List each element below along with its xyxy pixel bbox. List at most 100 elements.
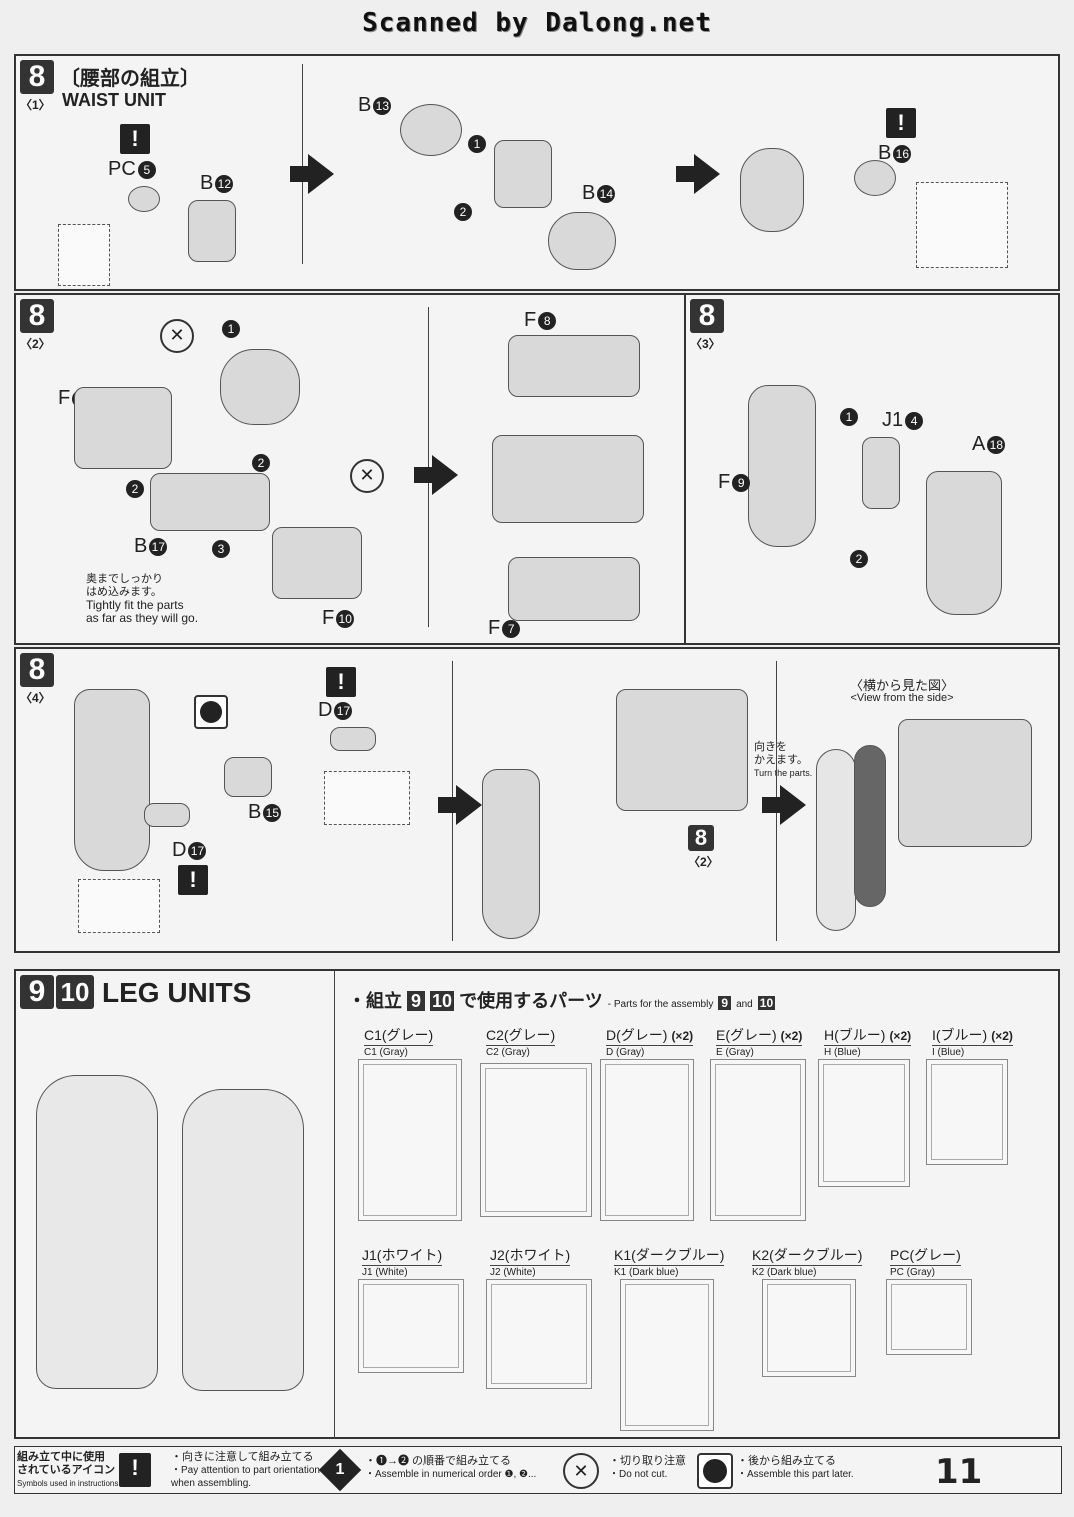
legend-item-order: ・❶→❷ の順番で組み立てる ・Assemble in numerical or…: [365, 1455, 537, 1480]
substep-label: 〈2〉: [20, 337, 51, 351]
detail-box: [916, 182, 1008, 268]
fit-note: 奥までしっかり はめ込みます。 Tightly fit the parts as…: [86, 573, 199, 625]
runner-j2: [486, 1279, 592, 1389]
part-b16: [854, 160, 896, 196]
part-d17: [144, 803, 190, 827]
part-waist-joint: [494, 140, 552, 208]
order-1-icon: 2: [250, 451, 270, 474]
next-arrow-icon: [676, 154, 720, 194]
ref-substep-label: 〈2〉: [688, 855, 719, 869]
step-title-jp: 〔腰部の組立〕: [60, 68, 200, 90]
next-arrow-icon: [290, 154, 334, 194]
step-number: 8: [20, 653, 54, 687]
part-waist-assembly: [492, 435, 644, 523]
step-number: 8: [20, 60, 54, 94]
next-arrow-icon: [438, 785, 482, 825]
legend-title: 組み立て中に使用 されているアイコン Symbols used in instr…: [17, 1451, 119, 1488]
runner-pc: [886, 1279, 972, 1355]
runner-e: [710, 1059, 806, 1221]
substep-label: 〈4〉: [20, 691, 51, 705]
order-2-icon: 2: [848, 547, 868, 570]
runner-c2: [480, 1063, 592, 1217]
part-waist-side: [898, 719, 1032, 847]
next-arrow-icon: [414, 455, 458, 495]
part-a18: [926, 471, 1002, 615]
legend-item-do-not-cut: ・切り取り注意 ・Do not cut.: [609, 1455, 686, 1480]
runner-label-h: H(ブルー)(×2)H (Blue): [824, 1027, 912, 1058]
legend-item-orientation: ・向きに注意して組み立てる ・Pay attention to part ori…: [171, 1451, 320, 1489]
order-1-icon: 1: [466, 132, 486, 155]
divider: [334, 971, 335, 1439]
step-title-en: WAIST UNIT: [62, 90, 166, 110]
do-not-cut-icon: ✕: [350, 459, 384, 493]
runner-label-d: D(グレー)(×2)D (Gray): [606, 1027, 694, 1058]
runner-label-pc: PC(グレー)PC (Gray): [890, 1247, 961, 1278]
runner-c1: [358, 1059, 462, 1221]
runner-label-j2: J2(ホワイト)J2 (White): [490, 1247, 571, 1278]
part-d17: [330, 727, 376, 751]
turn-note: 向きを かえます。 Turn the parts.: [754, 741, 813, 778]
ref-step-number: 8: [688, 825, 714, 851]
order-2-icon: 1: [220, 317, 240, 340]
part-thigh-armor: [74, 689, 150, 871]
part-j14: [862, 437, 900, 509]
legend-item-assemble-later: ・後から組み立てる ・Assemble this part later.: [737, 1455, 854, 1480]
step-number-9: 9: [20, 975, 54, 1009]
assemble-later-icon: [194, 695, 228, 729]
order-3-icon: 3: [210, 537, 230, 560]
runner-d: [600, 1059, 694, 1221]
part-waist-joint-assembled: [220, 349, 300, 425]
runner-label-j1: J1(ホワイト)J1 (White): [362, 1247, 443, 1278]
leg-unit-left: [36, 1075, 158, 1389]
numbered-order-icon: 1: [318, 1448, 362, 1492]
part-f10: [272, 527, 362, 599]
part-f8: [508, 335, 640, 397]
do-not-cut-icon: ✕: [160, 319, 194, 353]
part-pc5: [128, 186, 160, 212]
page-number: 11: [935, 1452, 983, 1492]
part-waist-joint-assembled: [740, 148, 804, 232]
part-thigh-armor-side: [854, 745, 886, 907]
do-not-cut-icon: ✕: [563, 1453, 599, 1489]
icon-legend: 組み立て中に使用 されているアイコン Symbols used in instr…: [14, 1446, 1062, 1494]
order-1-icon: 1: [838, 405, 858, 428]
order-2-icon: 2: [452, 200, 472, 223]
runner-k1: [620, 1279, 714, 1431]
order-2-icon: 2: [124, 477, 144, 500]
orientation-warning-icon: !: [120, 124, 150, 154]
part-thigh-armor-side: [816, 749, 856, 931]
step8-2-panel: 8 〈2〉 F11 ✕ B17 ✕ F10 1 2 3 2 奥までしっかり はめ…: [14, 293, 686, 645]
side-view-label: 〈横から見た図〉 <View from the side>: [850, 678, 955, 704]
exclamation-icon: !: [119, 1453, 151, 1487]
part-waist-assembly: [616, 689, 748, 811]
runner-k2: [762, 1279, 856, 1377]
runner-label-c1: C1(グレー)C1 (Gray): [364, 1027, 434, 1058]
detail-box: [58, 224, 110, 286]
runner-label-k2: K2(ダークブルー)K2 (Dark blue): [752, 1247, 863, 1278]
runner-label-c2: C2(グレー)C2 (Gray): [486, 1027, 556, 1058]
orientation-warning-icon: !: [178, 865, 208, 895]
part-f9: [748, 385, 816, 547]
leg-unit-right: [182, 1089, 304, 1391]
part-b13: [400, 104, 462, 156]
orientation-warning-icon: !: [886, 108, 916, 138]
substep-label: 〈3〉: [690, 337, 721, 351]
substep-label: 〈1〉: [20, 98, 51, 112]
runner-i: [926, 1059, 1008, 1165]
